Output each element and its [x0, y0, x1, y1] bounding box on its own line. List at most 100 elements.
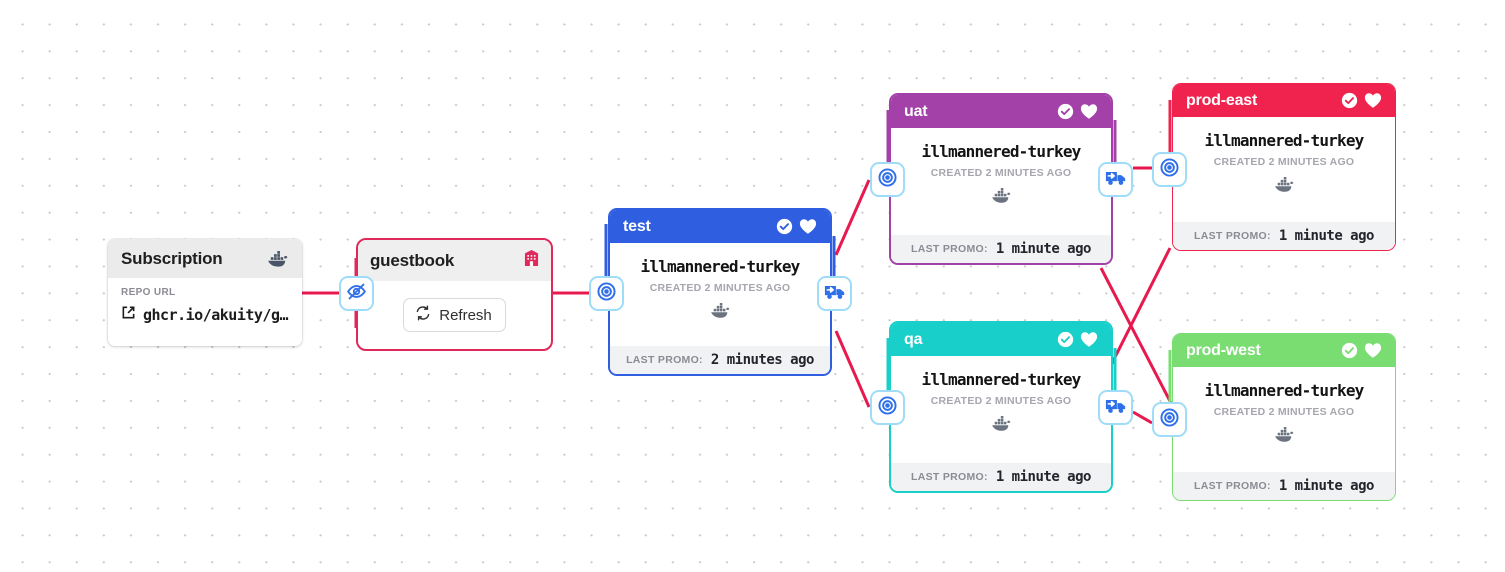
freight-created: CREATED 2 MINUTES AGO	[649, 282, 791, 294]
warehouse-icon	[524, 249, 539, 272]
warehouse-title: guestbook	[370, 250, 455, 270]
stage-node-qa[interactable]: qa illmannered-turkey CREATED 2 MINUTES …	[889, 321, 1113, 493]
docker-icon	[267, 250, 289, 268]
edge-qa-to-prodwest	[1132, 410, 1153, 425]
check-circle-icon	[1341, 342, 1358, 359]
stage-footer: LAST PROMO: 1 minute ago	[1173, 472, 1395, 500]
check-circle-icon	[1341, 92, 1358, 109]
stage-header: qa	[891, 323, 1111, 356]
stage-name: prod-east	[1186, 91, 1258, 109]
stage-body: illmannered-turkey CREATED 2 MINUTES AGO	[1173, 117, 1395, 197]
freight-name: illmannered-turkey	[1204, 131, 1365, 150]
docker-icon	[1274, 176, 1295, 193]
stage-uat-target-chip[interactable]	[870, 162, 905, 197]
freight-icon-row	[901, 187, 1101, 204]
target-icon	[1159, 407, 1180, 433]
repo-url-row[interactable]: ghcr.io/akuity/g…	[121, 305, 289, 325]
last-promo-value: 2 minutes ago	[710, 352, 815, 368]
stage-node-prod-east[interactable]: prod-east illmannered-turkey CREATED 2 M…	[1172, 83, 1396, 251]
stage-name: test	[623, 217, 651, 235]
last-promo-value: 1 minute ago	[995, 241, 1092, 257]
edge-test-to-qa	[834, 330, 871, 408]
warehouse-body: Refresh	[358, 281, 551, 349]
freight-created: CREATED 2 MINUTES AGO	[1213, 406, 1355, 418]
refresh-button-label: Refresh	[439, 306, 492, 324]
refresh-icon	[415, 305, 431, 325]
subscription-body: REPO URL ghcr.io/akuity/g…	[108, 278, 302, 325]
last-promo-label: LAST PROMO:	[911, 243, 988, 255]
stage-node-uat[interactable]: uat illmannered-turkey CREATED 2 MINUTES…	[889, 93, 1113, 265]
freight-icon-row	[620, 302, 820, 319]
freight-icon-row	[901, 415, 1101, 432]
stage-footer: LAST PROMO: 2 minutes ago	[610, 346, 830, 374]
stage-body: illmannered-turkey CREATED 2 MINUTES AGO	[891, 128, 1111, 208]
refresh-button[interactable]: Refresh	[403, 298, 506, 332]
stage-header: prod-west	[1173, 334, 1395, 367]
heart-icon[interactable]	[1080, 331, 1098, 348]
stage-name: qa	[904, 330, 923, 348]
stage-prod-west-target-chip[interactable]	[1152, 402, 1187, 437]
last-promo-label: LAST PROMO:	[911, 471, 988, 483]
docker-icon	[1274, 426, 1295, 443]
stage-header: test	[610, 210, 830, 243]
subscription-title: Subscription	[121, 248, 223, 268]
promote-truck-icon	[824, 282, 846, 306]
promote-truck-icon	[1105, 396, 1127, 420]
stage-test-target-chip[interactable]	[589, 276, 624, 311]
check-circle-icon	[776, 218, 793, 235]
last-promo-label: LAST PROMO:	[1194, 480, 1271, 492]
last-promo-value: 1 minute ago	[1278, 228, 1375, 244]
freight-created: CREATED 2 MINUTES AGO	[930, 395, 1072, 407]
freight-icon-row	[1183, 176, 1385, 193]
promote-truck-icon	[1105, 168, 1127, 192]
freight-name: illmannered-turkey	[921, 142, 1082, 161]
freight-created: CREATED 2 MINUTES AGO	[930, 167, 1072, 179]
stage-qa-promote-chip[interactable]	[1098, 390, 1133, 425]
stage-header-icons	[776, 218, 817, 235]
repo-url-value: ghcr.io/akuity/g…	[143, 306, 289, 324]
subscription-node[interactable]: Subscription REPO URL	[108, 239, 302, 346]
last-promo-value: 1 minute ago	[995, 469, 1092, 485]
stage-header-icons	[1341, 92, 1382, 109]
stage-header: prod-east	[1173, 84, 1395, 117]
check-circle-icon	[1057, 103, 1074, 120]
eye-slash-icon	[346, 281, 367, 307]
stage-qa-target-chip[interactable]	[870, 390, 905, 425]
stage-body: illmannered-turkey CREATED 2 MINUTES AGO	[610, 243, 830, 323]
stage-prod-east-target-chip[interactable]	[1152, 152, 1187, 187]
heart-icon[interactable]	[1364, 342, 1382, 359]
subscription-header: Subscription	[108, 239, 302, 278]
docker-icon	[991, 187, 1012, 204]
freight-name: illmannered-turkey	[1204, 381, 1365, 400]
freight-icon-row	[1183, 426, 1385, 443]
heart-icon[interactable]	[1364, 92, 1382, 109]
freight-name: illmannered-turkey	[921, 370, 1082, 389]
stage-header-icons	[1057, 331, 1098, 348]
warehouse-node-guestbook[interactable]: guestbook	[356, 238, 553, 351]
check-circle-icon	[1057, 331, 1074, 348]
warehouse-header: guestbook	[358, 240, 551, 281]
heart-icon[interactable]	[1080, 103, 1098, 120]
stage-name: uat	[904, 102, 928, 120]
heart-icon[interactable]	[799, 218, 817, 235]
repo-url-label: REPO URL	[121, 287, 176, 298]
target-icon	[877, 395, 898, 421]
last-promo-label: LAST PROMO:	[1194, 230, 1271, 242]
stage-footer: LAST PROMO: 1 minute ago	[891, 235, 1111, 263]
stage-test-promote-chip[interactable]	[817, 276, 852, 311]
stage-header-icons	[1341, 342, 1382, 359]
docker-icon	[710, 302, 731, 319]
freight-name: illmannered-turkey	[640, 257, 801, 276]
target-icon	[1159, 157, 1180, 183]
hide-subscription-chip[interactable]	[339, 276, 374, 311]
stage-body: illmannered-turkey CREATED 2 MINUTES AGO	[1173, 367, 1395, 447]
last-promo-label: LAST PROMO:	[626, 354, 703, 366]
freight-created: CREATED 2 MINUTES AGO	[1213, 156, 1355, 168]
stage-node-prod-west[interactable]: prod-west illmannered-turkey CREATED 2 M…	[1172, 333, 1396, 501]
stage-uat-promote-chip[interactable]	[1098, 162, 1133, 197]
last-promo-value: 1 minute ago	[1278, 478, 1375, 494]
target-icon	[596, 281, 617, 307]
stage-node-test[interactable]: test illmannered-turkey CREATED 2 MINUTE…	[608, 208, 832, 376]
external-link-icon[interactable]	[121, 305, 136, 325]
